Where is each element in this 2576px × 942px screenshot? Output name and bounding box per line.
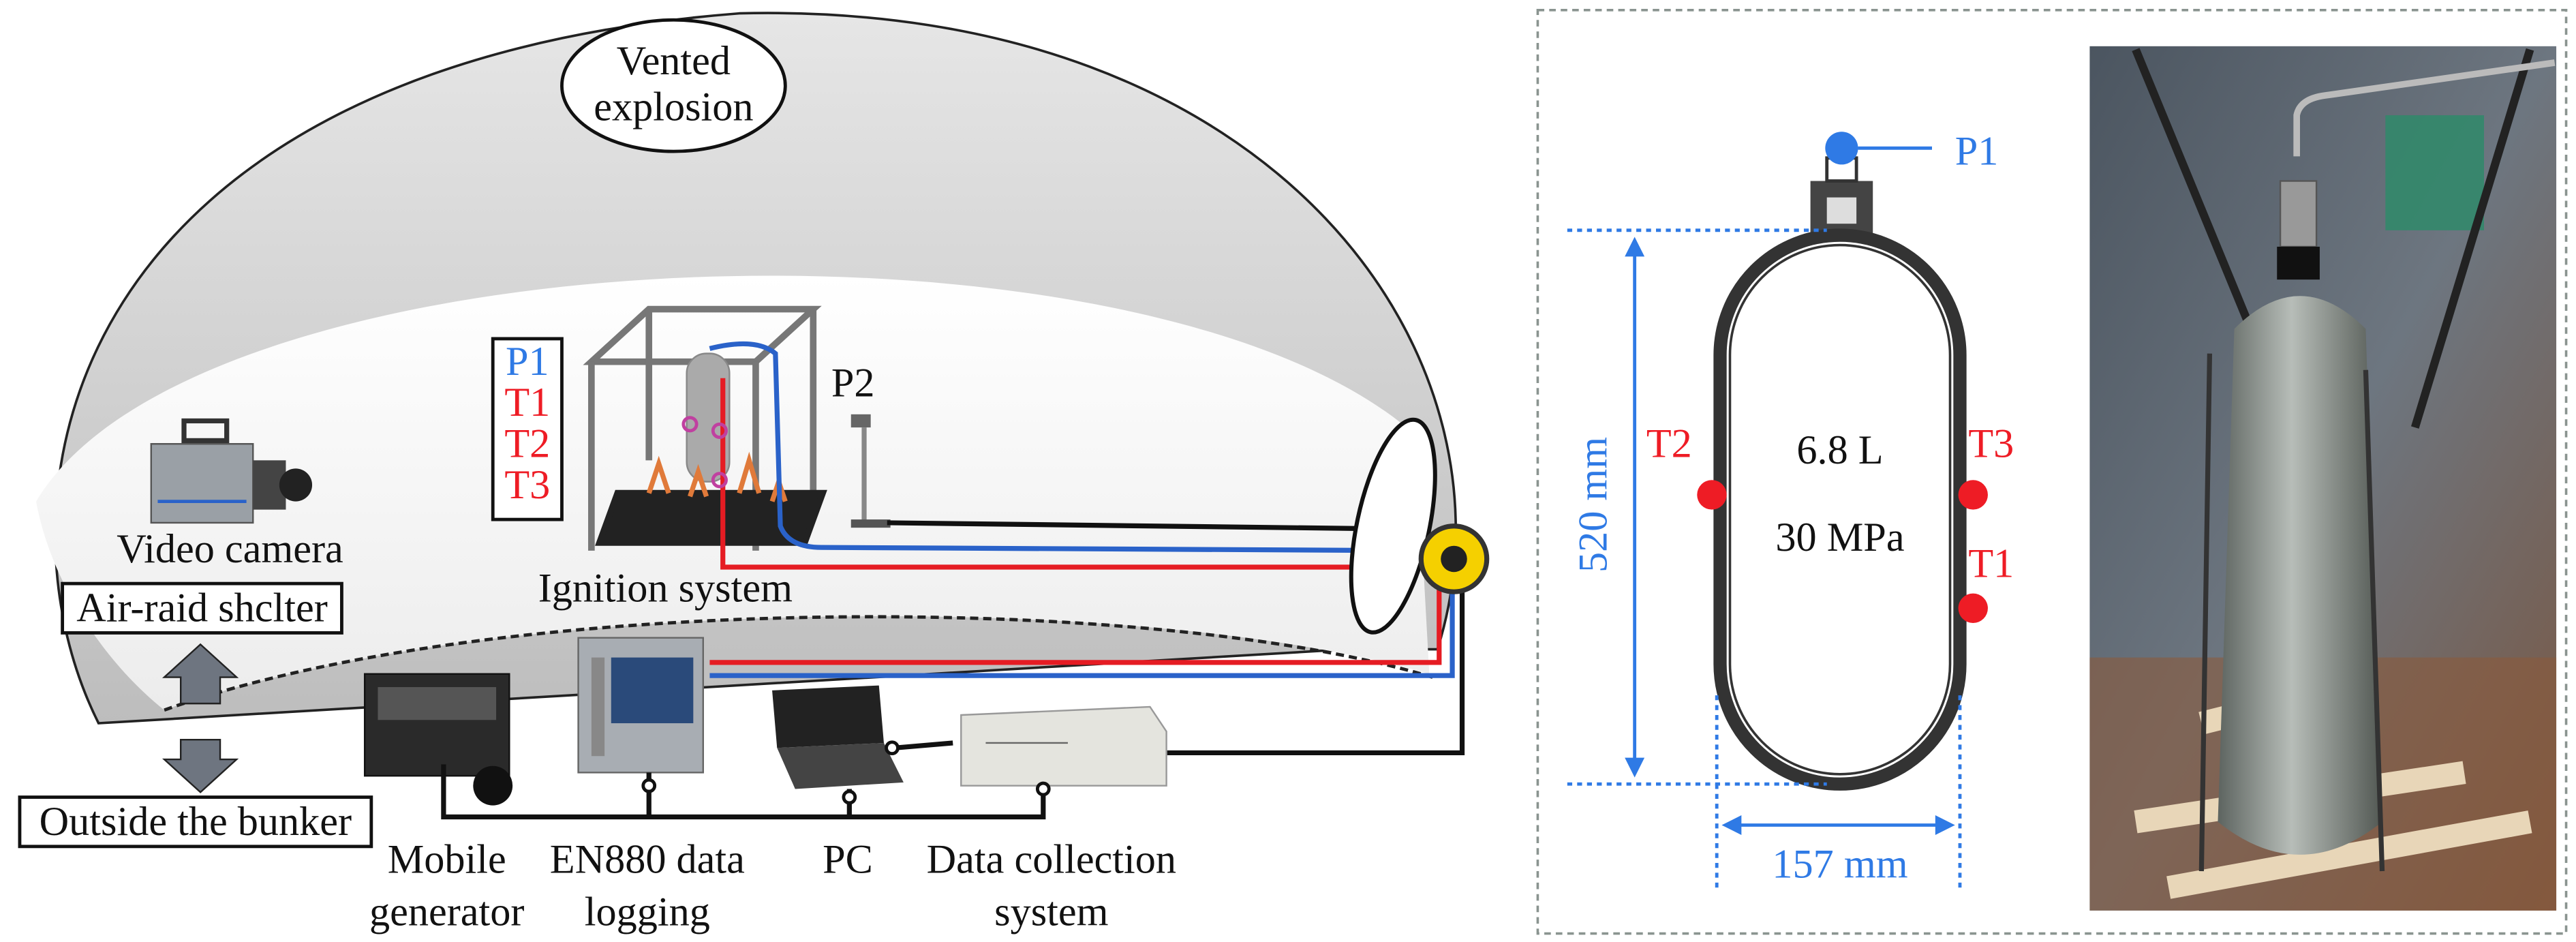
en880-data-logger-icon <box>577 637 704 774</box>
ignition-system-label: Ignition system <box>538 566 793 611</box>
pc-laptop-icon <box>772 685 904 789</box>
air-raid-shelter-box <box>61 581 343 635</box>
p1-label: P1 <box>1955 128 1999 174</box>
p2-label: P2 <box>831 360 875 406</box>
data-collection-label-1: Data collection <box>927 836 1176 882</box>
cable-reel-icon <box>1418 523 1490 594</box>
sensor-cables <box>709 341 1465 756</box>
pressure-label: 30 MPa <box>1775 515 1904 560</box>
connector-icon <box>641 778 657 793</box>
outside-bunker-label: Outside the bunker <box>40 799 352 845</box>
pressure-sensor-p2-icon <box>850 414 891 528</box>
vented-explosion-label-1: Vented <box>617 38 731 84</box>
sensor-legend-box <box>491 337 564 521</box>
connector-icon <box>1035 781 1051 797</box>
cylinder-schematic <box>1713 156 1967 791</box>
outside-bunker-box <box>18 795 373 849</box>
t2-label: T2 <box>1646 421 1692 467</box>
thermocouple-t3-marker <box>711 422 728 439</box>
video-camera-label: Video camera <box>117 526 343 572</box>
data-collection-system-icon <box>960 705 1167 787</box>
en880-label-1: EN880 data <box>550 836 745 882</box>
generator-label-1: Mobile <box>388 836 506 882</box>
vent-hatch <box>1349 417 1437 635</box>
legend-t1: T1 <box>504 380 550 425</box>
mobile-generator-icon <box>363 673 513 806</box>
vented-explosion-label-2: explosion <box>594 84 753 130</box>
air-raid-shelter-diagram: Vented explosion Video camera Air-raid s… <box>18 12 1490 935</box>
air-raid-shelter-label: Air-raid shclter <box>76 586 328 631</box>
height-dimension-label: 520 mm <box>1571 437 1616 573</box>
connector-icon <box>885 740 900 756</box>
data-collection-label-2: system <box>994 890 1108 935</box>
panel-border <box>1536 8 2568 935</box>
t1-label: T1 <box>1968 541 2014 586</box>
video-camera-icon <box>150 418 313 524</box>
volume-label: 6.8 L <box>1796 427 1883 473</box>
connector-icon <box>842 789 857 805</box>
shelter-boundary <box>164 615 1433 712</box>
thermocouple-t2-dot <box>1697 480 1727 510</box>
thermocouple-t1-marker <box>711 472 728 489</box>
cylinder-photo <box>2089 46 2557 911</box>
ignition-system-icon <box>583 305 827 551</box>
cylinder-panel: P1 520 mm 157 mm T2 T3 T1 6.8 L 30 MPa <box>1536 8 2568 935</box>
legend-t2: T2 <box>504 421 550 467</box>
pc-label: PC <box>823 836 873 882</box>
thermocouple-t1-dot <box>1958 593 1988 623</box>
arrow-down-icon <box>162 738 239 793</box>
generator-label-2: generator <box>369 890 524 935</box>
legend-t3: T3 <box>504 462 550 508</box>
legend-p1: P1 <box>506 339 549 384</box>
diameter-dimension-label: 157 mm <box>1772 842 1907 887</box>
vented-explosion-bubble <box>560 18 787 153</box>
en880-label-2: logging <box>585 890 710 935</box>
power-bus-lines <box>441 764 1046 820</box>
dimension-guides <box>1567 228 1962 888</box>
t3-label: T3 <box>1968 421 2014 467</box>
arrow-up-icon <box>162 643 239 705</box>
pressure-sensor-p1-dot <box>1825 132 1858 165</box>
thermocouple-t3-dot <box>1958 480 1988 510</box>
thermocouple-t2-marker <box>681 416 699 433</box>
